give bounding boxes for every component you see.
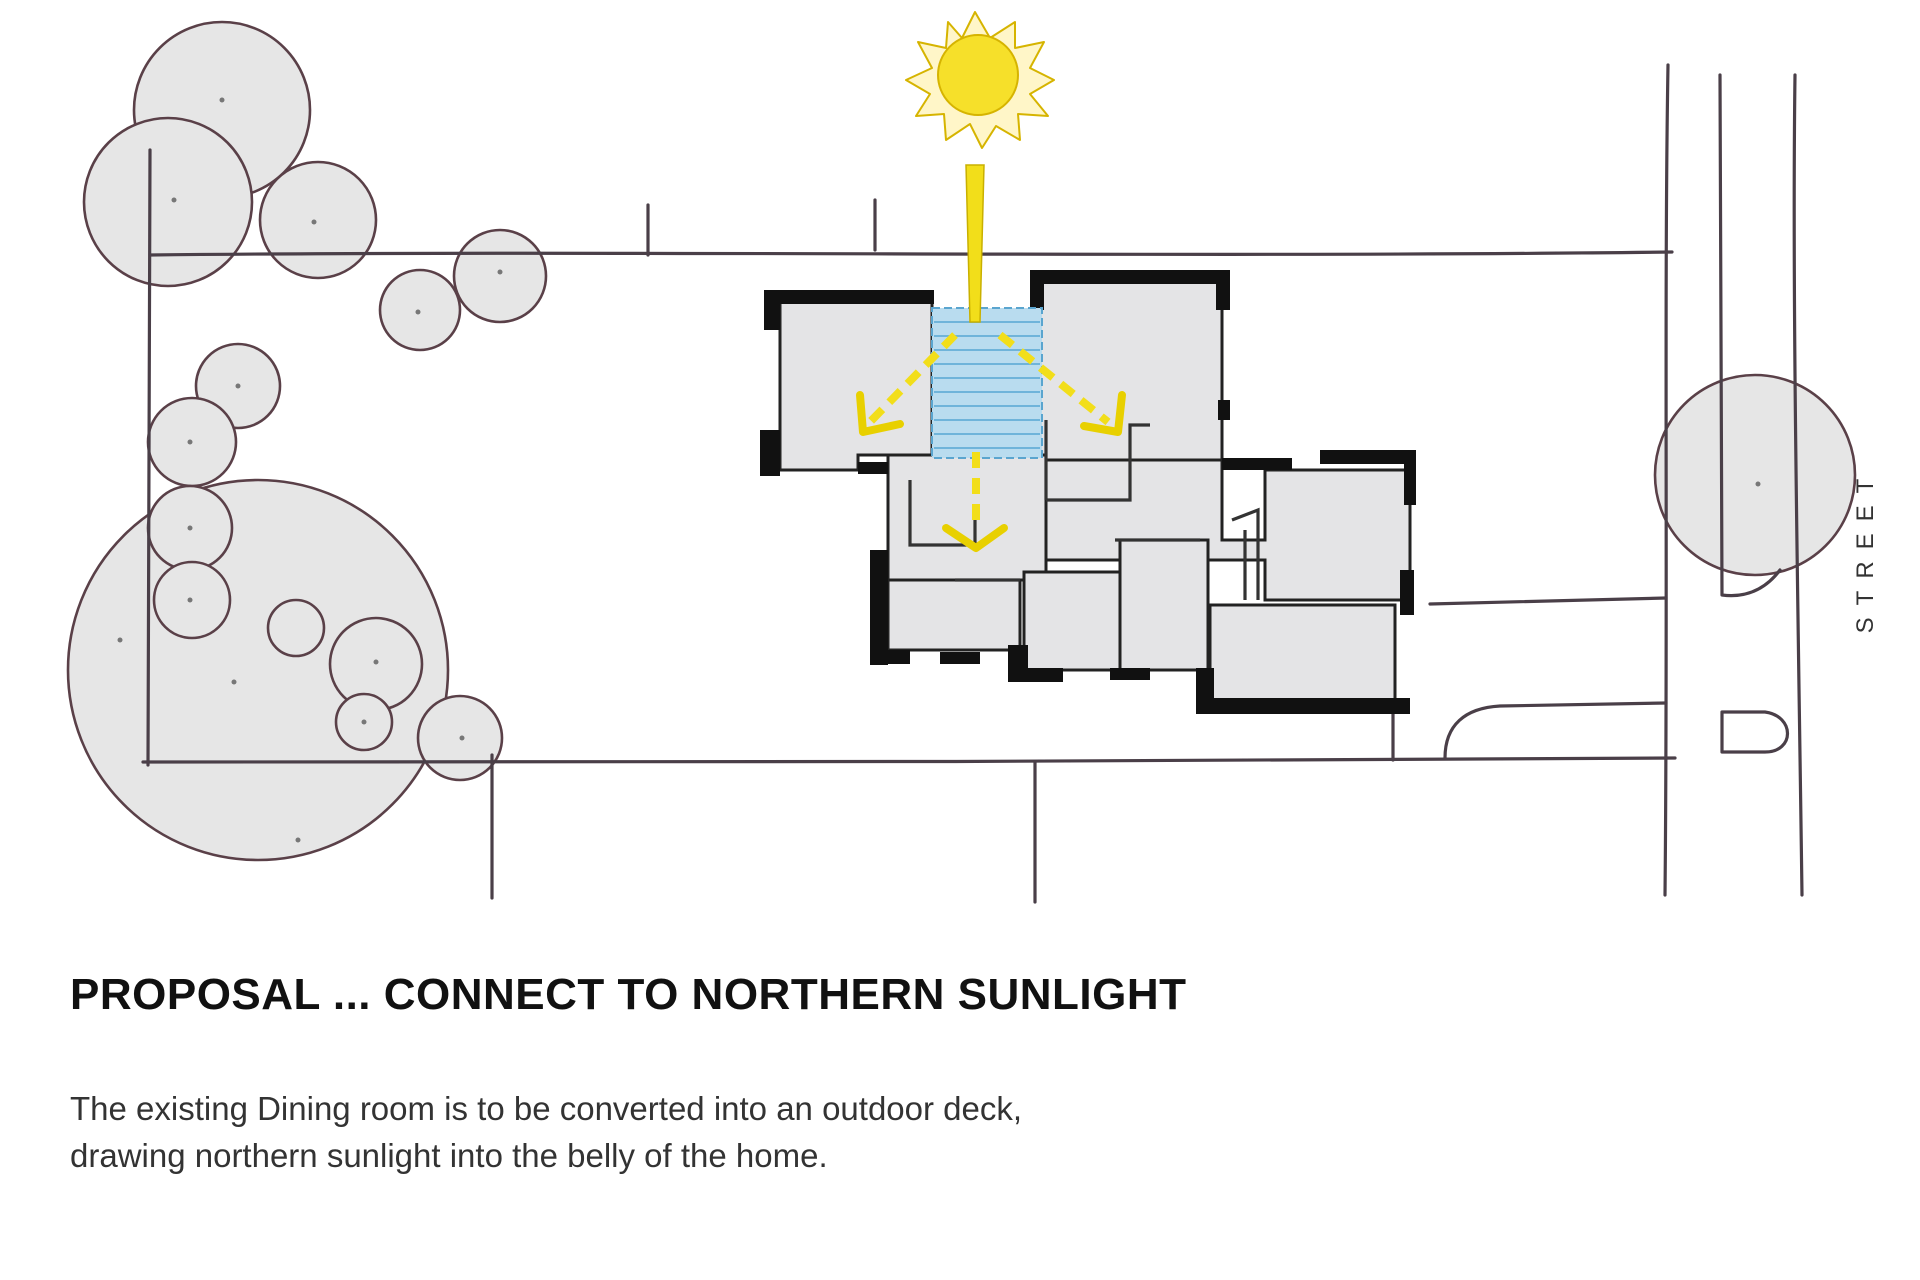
tree: [378, 268, 462, 352]
caption-line-2: drawing northern sunlight into the belly…: [70, 1137, 828, 1174]
arrow-left-icon: [867, 332, 958, 425]
caption-line-1: The existing Dining room is to be conver…: [70, 1090, 1023, 1127]
sunlight-beam-arrow-icon: [965, 164, 985, 323]
arrow-right-icon: [997, 331, 1111, 426]
tree: [266, 598, 326, 658]
tree: [82, 116, 254, 288]
street-label: STREET: [1836, 440, 1896, 660]
street-label-text: STREET: [1852, 466, 1879, 634]
room: [886, 453, 1048, 582]
trees-left: [66, 20, 548, 862]
sunlight-arrows: [856, 164, 1126, 552]
room: [1022, 570, 1122, 672]
outdoor-deck: [931, 307, 1043, 459]
sun-icon: [905, 11, 1055, 149]
house-plan: [760, 270, 1416, 714]
room: [1208, 603, 1397, 707]
tree: [1653, 373, 1857, 577]
tree: [452, 228, 548, 324]
caption-title: PROPOSAL ... CONNECT TO NORTHERN SUNLIGH…: [70, 970, 1187, 1019]
caption-body: The existing Dining room is to be conver…: [70, 1085, 1270, 1179]
room: [1118, 538, 1210, 672]
property-boundary: [141, 63, 1804, 904]
room: [886, 578, 1022, 652]
tree: [258, 160, 378, 280]
tree-street: [1653, 373, 1857, 577]
